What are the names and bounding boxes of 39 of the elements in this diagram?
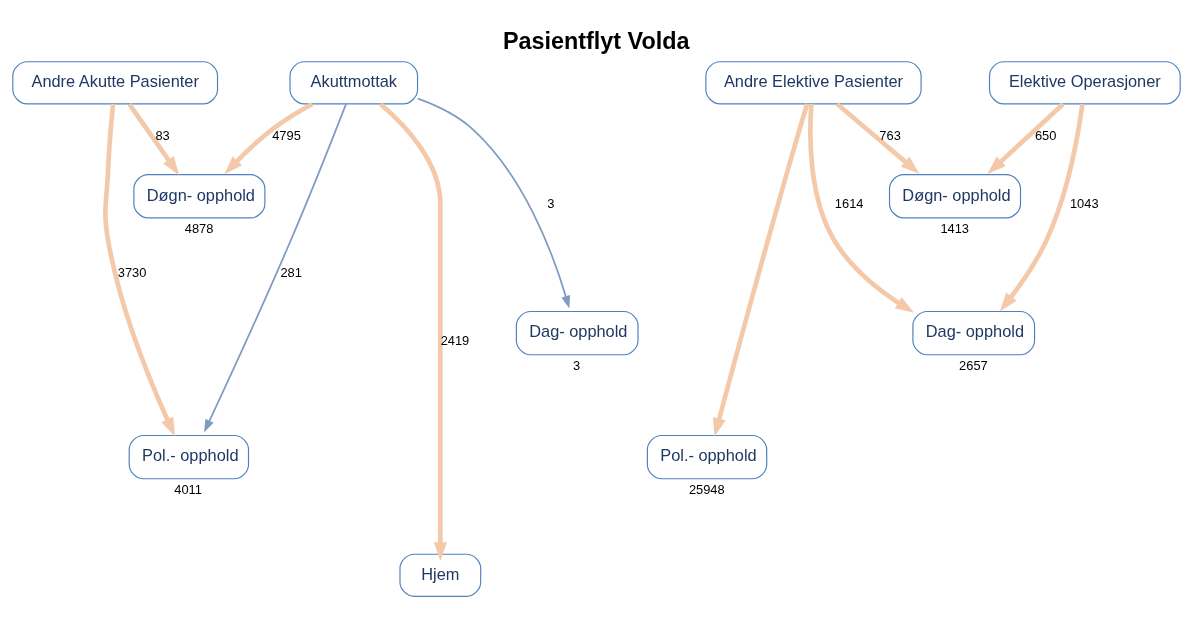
node-box: Pol.- opphold — [128, 434, 250, 479]
edge-label: 650 — [1034, 127, 1057, 143]
node-box: Elektive Operasjoner — [988, 60, 1181, 104]
arrow — [379, 101, 447, 561]
arrow — [835, 101, 920, 174]
edge-label: 3730 — [117, 264, 147, 280]
diagram-title: Pasientflyt Volda — [502, 27, 690, 54]
edge-label: 2419 — [440, 332, 470, 348]
node-box: Pol.- opphold — [646, 434, 768, 479]
arrow — [204, 102, 347, 432]
edge-label: 1614 — [834, 195, 864, 211]
arrow — [416, 97, 571, 308]
arrow — [103, 103, 176, 436]
arrow — [999, 103, 1085, 311]
node-label: 4878 — [184, 220, 214, 236]
node-label: 25948 — [688, 481, 725, 497]
node-label: 1413 — [940, 220, 969, 236]
arrow — [712, 102, 810, 437]
node-box: Dag- opphold — [912, 310, 1036, 355]
arrow — [224, 101, 314, 174]
edge-label: 3 — [547, 195, 555, 211]
edge-label: 763 — [879, 127, 901, 143]
edge-label: 83 — [155, 127, 170, 143]
node-box: Dag- opphold — [515, 310, 639, 355]
node-box: Andre Akutte Pasienter — [12, 60, 219, 104]
arrow — [808, 103, 915, 313]
node-box: Døgn- opphold — [133, 173, 266, 218]
node-label: 4011 — [174, 481, 202, 497]
node-label: 3 — [573, 357, 581, 373]
node-box: Hjem — [399, 553, 482, 597]
node-box: Akuttmottak — [289, 60, 419, 104]
arrow — [987, 101, 1065, 174]
node-label: 2657 — [959, 357, 988, 373]
edge-label: 1043 — [1069, 195, 1099, 211]
edge-label: 281 — [280, 264, 302, 280]
node-box: Andre Elektive Pasienter — [705, 60, 922, 104]
node-box: Døgn- opphold — [888, 173, 1022, 218]
edge-label: 4795 — [272, 127, 301, 143]
arrow — [127, 102, 180, 175]
